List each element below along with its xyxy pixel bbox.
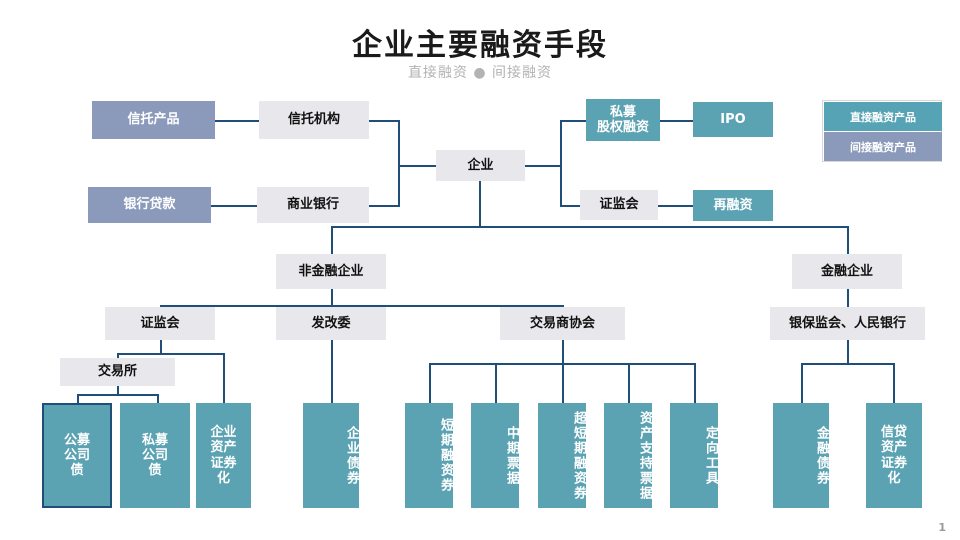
node-csrc[interactable]: 证监会 — [105, 307, 215, 340]
node-short-term-financing-bill-label: 短期融资券 — [438, 418, 453, 493]
node-enterprise-abs[interactable]: 企业 资产 证券 化 — [196, 403, 251, 508]
connector-cbirc-down — [847, 340, 849, 364]
connector-bus-enterprise — [398, 165, 436, 167]
connector-trustinst-right — [368, 120, 400, 122]
node-refinancing[interactable]: 再融资 — [693, 190, 773, 221]
node-asset-backed-note-label: 资产支持票据 — [637, 410, 652, 501]
node-public-corporate-bond[interactable]: 公募 公司 债 — [42, 403, 112, 508]
node-enterprise-bond[interactable]: 企业债券 — [303, 403, 359, 508]
legend: 直接融资产品 间接融资产品 — [822, 100, 942, 162]
node-private-corporate-bond[interactable]: 私募 公司 债 — [120, 403, 190, 508]
node-enterprise-bond-label: 企业债券 — [344, 425, 359, 486]
connector-to-mtn — [495, 363, 497, 403]
connector-left-bus — [398, 120, 400, 207]
node-trust-institution[interactable]: 信托机构 — [259, 101, 369, 139]
connector-to-csrc-top — [560, 205, 588, 207]
node-enterprise-abs-label: 企业 资产 证券 化 — [210, 424, 237, 486]
connector-csrc-down — [160, 340, 162, 354]
connector-to-ppn — [694, 363, 696, 403]
node-super-short-term-bill-label: 超短期融资券 — [571, 410, 586, 501]
connector-to-credit-abs — [893, 363, 895, 403]
node-nafmii[interactable]: 交易商协会 — [500, 307, 625, 340]
connector-enterprise-right — [524, 165, 562, 167]
connector-enterprise-down — [479, 180, 481, 227]
node-csrc-label: 证监会 — [140, 315, 180, 331]
node-directional-tool[interactable]: 定向工具 — [670, 403, 718, 508]
node-medium-term-note-label: 中期票据 — [504, 425, 519, 486]
connector-trust — [215, 120, 275, 122]
page-number: 1 — [938, 521, 946, 534]
node-trust-product-label: 信托产品 — [127, 112, 180, 128]
connector-cbirc-bus — [801, 363, 895, 365]
node-enterprise[interactable]: 企业 — [436, 150, 525, 181]
node-commercial-bank[interactable]: 商业银行 — [257, 187, 369, 223]
connector-exchange-down — [117, 385, 119, 395]
connector-to-fin-bond — [801, 363, 803, 403]
node-exchange[interactable]: 交易所 — [60, 358, 175, 386]
node-bank-loan-label: 银行贷款 — [123, 197, 176, 213]
node-ndrc-label: 发改委 — [311, 315, 351, 331]
connector-to-pe — [560, 120, 588, 122]
connector-to-public-bond — [77, 394, 79, 404]
legend-direct-financing-label: 直接融资产品 — [850, 110, 916, 124]
node-trust-institution-label: 信托机构 — [287, 112, 340, 128]
node-asset-backed-note[interactable]: 资产支持票据 — [604, 403, 652, 508]
legend-indirect-financing[interactable]: 间接融资产品 — [824, 132, 942, 161]
node-ipo-label: IPO — [720, 111, 746, 127]
connector-pe-ipo — [659, 120, 694, 122]
connector-bus-nonfin — [331, 226, 333, 255]
node-financial-enterprise[interactable]: 金融企业 — [792, 254, 902, 289]
node-private-equity[interactable]: 私募 股权融资 — [586, 99, 660, 141]
connector-nonfin-down — [331, 288, 333, 306]
connector-ndrc-down — [331, 340, 333, 403]
node-medium-term-note[interactable]: 中期票据 — [471, 403, 519, 508]
connector-bus-fin — [847, 226, 849, 255]
node-non-financial-enterprise-label: 非金融企业 — [298, 263, 364, 279]
node-credit-asset-abs-label: 信贷 资产 证券 化 — [880, 424, 907, 486]
connector-bankloan — [210, 205, 272, 207]
connector-to-ent-abs — [223, 353, 225, 403]
node-financial-bond-label: 金融债券 — [814, 425, 829, 486]
connector-nafmii-down — [562, 340, 564, 364]
node-private-corporate-bond-label: 私募 公司 债 — [141, 432, 168, 479]
connector-to-private-bond — [157, 394, 159, 404]
node-ndrc[interactable]: 发改委 — [276, 307, 386, 340]
node-super-short-term-bill[interactable]: 超短期融资券 — [538, 403, 586, 508]
connector-combank-right — [368, 205, 400, 207]
node-financial-bond[interactable]: 金融债券 — [773, 403, 829, 508]
node-directional-tool-label: 定向工具 — [703, 425, 718, 486]
node-csrc-top-label: 证监会 — [599, 197, 639, 213]
connector-main-bus — [331, 226, 849, 228]
node-csrc-top[interactable]: 证监会 — [580, 190, 658, 220]
node-enterprise-label: 企业 — [467, 157, 494, 173]
connector-to-sstfb — [562, 363, 564, 403]
page-subtitle: 直接融资 ● 间接融资 — [407, 65, 553, 81]
connector-fin-down — [847, 288, 849, 322]
node-non-financial-enterprise[interactable]: 非金融企业 — [276, 254, 386, 289]
connector-nonfin-bus — [160, 305, 564, 307]
legend-indirect-financing-label: 间接融资产品 — [850, 140, 916, 154]
node-bank-loan[interactable]: 银行贷款 — [88, 187, 211, 223]
connector-csrc-bus — [117, 353, 225, 355]
connector-to-abn — [628, 363, 630, 403]
node-short-term-financing-bill[interactable]: 短期融资券 — [405, 403, 453, 508]
page-title: 企业主要融资手段 — [352, 28, 608, 63]
node-private-equity-label: 私募 股权融资 — [596, 104, 649, 135]
node-cbirc-pboc[interactable]: 银保监会、人民银行 — [770, 307, 925, 340]
node-financial-enterprise-label: 金融企业 — [820, 263, 873, 279]
connector-to-stfb — [429, 363, 431, 403]
node-refinancing-label: 再融资 — [713, 197, 753, 213]
node-credit-asset-abs[interactable]: 信贷 资产 证券 化 — [866, 403, 922, 508]
connector-csrc-refi — [657, 205, 694, 207]
legend-direct-financing[interactable]: 直接融资产品 — [824, 102, 942, 131]
node-cbirc-pboc-label: 银保监会、人民银行 — [788, 315, 906, 331]
node-public-corporate-bond-label: 公募 公司 债 — [63, 432, 90, 479]
node-trust-product[interactable]: 信托产品 — [92, 101, 215, 139]
node-commercial-bank-label: 商业银行 — [286, 197, 339, 213]
connector-exchange-bus — [77, 394, 159, 396]
node-ipo[interactable]: IPO — [693, 102, 773, 137]
connector-right-bus — [560, 120, 562, 207]
node-exchange-label: 交易所 — [97, 364, 137, 380]
node-nafmii-label: 交易商协会 — [529, 315, 595, 331]
